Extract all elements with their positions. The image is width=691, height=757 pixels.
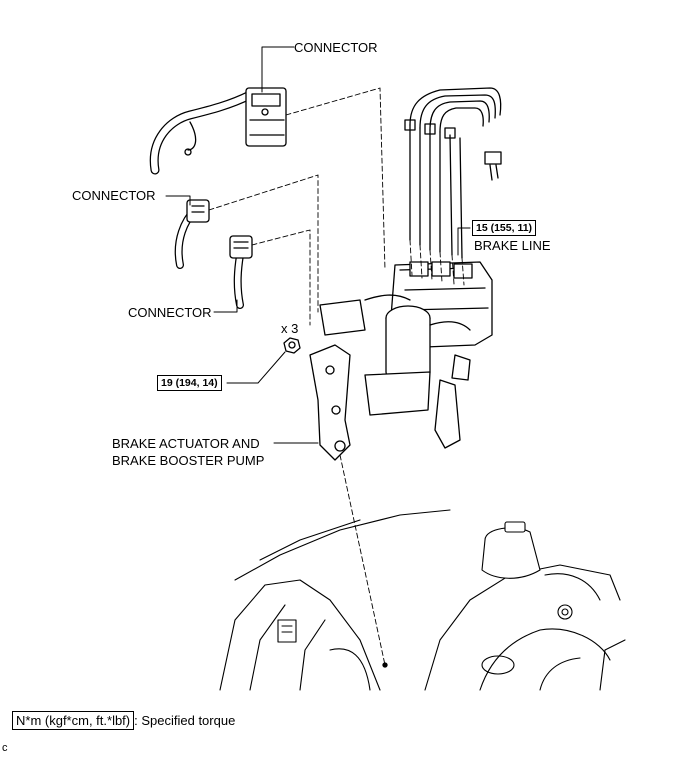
legend-text: : Specified torque <box>134 713 236 728</box>
connector-middle <box>229 235 253 309</box>
brake-line-torque-badge: 15 (155, 11) <box>472 220 537 236</box>
bolt-torque-badge: 19 (194, 14) <box>157 375 222 391</box>
connector-harness-top <box>149 87 287 175</box>
connector-label-left: CONNECTOR <box>72 188 156 203</box>
alignment-lines <box>208 87 465 666</box>
connector-label-top: CONNECTOR <box>294 40 378 55</box>
engine-bay <box>219 509 626 691</box>
bolt-quantity-label: x 3 <box>281 321 299 336</box>
torque-legend: N*m (kgf*cm, ft.*lbf): Specified torque <box>12 711 236 730</box>
leader-lines <box>165 46 471 444</box>
mounting-bolt <box>283 337 301 354</box>
legend-unit-box: N*m (kgf*cm, ft.*lbf) <box>12 711 135 730</box>
actuator-label-line2: BRAKE BOOSTER PUMP <box>112 453 265 468</box>
brake-lines <box>404 87 502 259</box>
corner-code: c <box>2 742 8 754</box>
connector-left <box>174 199 210 269</box>
connector-label-middle: CONNECTOR <box>128 305 212 320</box>
brake-actuator-assembly <box>309 261 493 461</box>
actuator-label-line1: BRAKE ACTUATOR AND <box>112 436 260 451</box>
brake-line-label: BRAKE LINE <box>474 238 551 253</box>
